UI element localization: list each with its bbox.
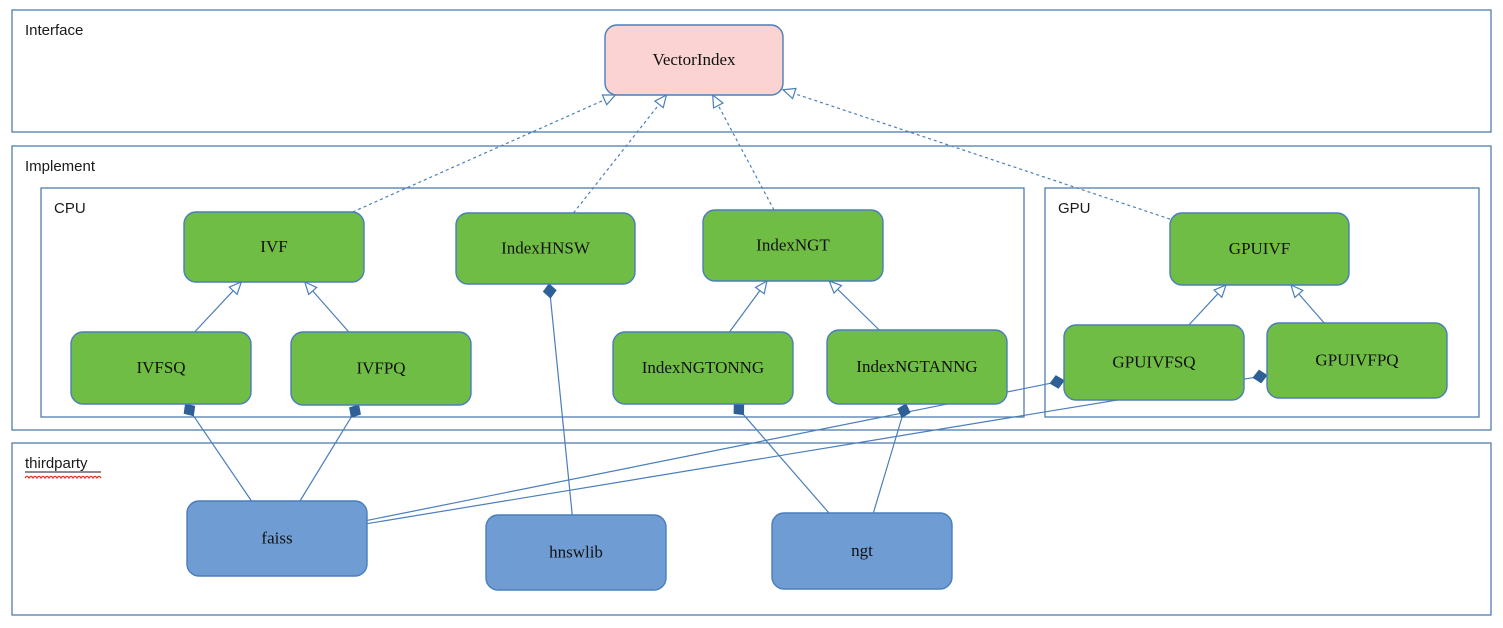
node-label-vectorindex: VectorIndex [652, 50, 736, 69]
edge-indexngtanng-to-indexngt [828, 279, 880, 331]
node-box-indexngtanng[interactable] [826, 329, 1008, 405]
node-label-gpuivf: GPUIVF [1229, 239, 1290, 258]
node-indexngtanng[interactable]: IndexNGTANNG [826, 329, 1008, 405]
spellcheck-squiggle-thirdparty [24, 475, 102, 480]
node-ivfpq[interactable]: IVFPQ [290, 331, 472, 406]
node-label-indexhnsw: IndexHNSW [501, 238, 591, 257]
node-gpuivfpq[interactable]: GPUIVFPQ [1266, 322, 1448, 399]
node-label-gpuivfpq: GPUIVFPQ [1315, 350, 1398, 369]
group-label-cpu: CPU [54, 200, 86, 217]
node-gpuivfsq[interactable]: GPUIVFSQ [1063, 324, 1245, 401]
relationship-edges [183, 87, 1325, 525]
node-label-ivf: IVF [260, 237, 287, 256]
group-cpu: CPU [40, 187, 1025, 418]
group-gpu: GPU [1044, 187, 1480, 418]
edge-indexhnsw-to-vectorindex [572, 93, 668, 214]
edge-gpuivfsq-to-gpuivf [1188, 283, 1228, 326]
node-indexngt[interactable]: IndexNGT [702, 209, 884, 282]
node-hnswlib[interactable]: hnswlib [485, 514, 667, 591]
edge-hnswlib-to-indexhnsw [542, 283, 573, 516]
node-box-indexngtonng[interactable] [612, 331, 794, 405]
edge-faiss-to-gpuivfsq [366, 375, 1065, 522]
group-label-thirdparty: thirdparty [25, 455, 88, 472]
node-label-gpuivfsq: GPUIVFSQ [1112, 352, 1195, 371]
node-label-hnswlib: hnswlib [549, 542, 603, 561]
node-label-indexngtonng: IndexNGTONNG [642, 358, 764, 377]
edge-indexngt-to-vectorindex [711, 93, 775, 211]
node-indexngtonng[interactable]: IndexNGTONNG [612, 331, 794, 405]
group-label-interface: Interface [25, 22, 83, 39]
edge-gpuivf-to-vectorindex [781, 87, 1171, 220]
node-label-indexngtanng: IndexNGTANNG [856, 357, 977, 376]
node-box-indexngt[interactable] [702, 209, 884, 282]
edge-ivfsq-to-ivf [194, 280, 243, 333]
node-faiss[interactable]: faiss [186, 500, 368, 577]
node-label-indexngt: IndexNGT [756, 235, 830, 254]
node-box-ivfsq[interactable] [70, 331, 252, 405]
edge-faiss-to-gpuivfpq [366, 369, 1268, 525]
node-box-gpuivfsq[interactable] [1063, 324, 1245, 401]
node-box-ivf[interactable] [183, 211, 365, 283]
edge-ngt-to-indexngtanng [872, 403, 911, 514]
group-label-implement: Implement [25, 158, 96, 175]
group-interface: Interface [11, 9, 1492, 133]
edge-ivfpq-to-ivf [303, 280, 350, 333]
node-box-faiss[interactable] [186, 500, 368, 577]
node-box-hnswlib[interactable] [485, 514, 667, 591]
node-ngt[interactable]: ngt [771, 512, 953, 590]
group-implement: Implement [11, 145, 1492, 431]
node-box-gpuivfpq[interactable] [1266, 322, 1448, 399]
node-box-indexhnsw[interactable] [455, 212, 636, 285]
edge-ngt-to-indexngtonng [733, 403, 830, 514]
node-label-ivfpq: IVFPQ [356, 358, 405, 377]
edge-ivf-to-vectorindex [352, 94, 617, 213]
node-ivfsq[interactable]: IVFSQ [70, 331, 252, 405]
node-indexhnsw[interactable]: IndexHNSW [455, 212, 636, 285]
edge-faiss-to-ivfpq [299, 404, 361, 502]
node-vectorindex[interactable]: VectorIndex [604, 24, 784, 96]
edge-faiss-to-ivfsq [183, 403, 252, 502]
edge-indexngtonng-to-indexngt [728, 279, 768, 333]
node-label-faiss: faiss [261, 528, 292, 547]
group-label-gpu: GPU [1058, 200, 1091, 217]
node-box-ivfpq[interactable] [290, 331, 472, 406]
edge-gpuivfpq-to-gpuivf [1290, 283, 1325, 324]
node-box-gpuivf[interactable] [1169, 212, 1350, 286]
node-label-ngt: ngt [851, 541, 873, 560]
node-gpuivf[interactable]: GPUIVF [1169, 212, 1350, 286]
node-box-ngt[interactable] [771, 512, 953, 590]
node-label-ivfsq: IVFSQ [136, 358, 185, 377]
node-box-vectorindex[interactable] [604, 24, 784, 96]
node-ivf[interactable]: IVF [183, 211, 365, 283]
